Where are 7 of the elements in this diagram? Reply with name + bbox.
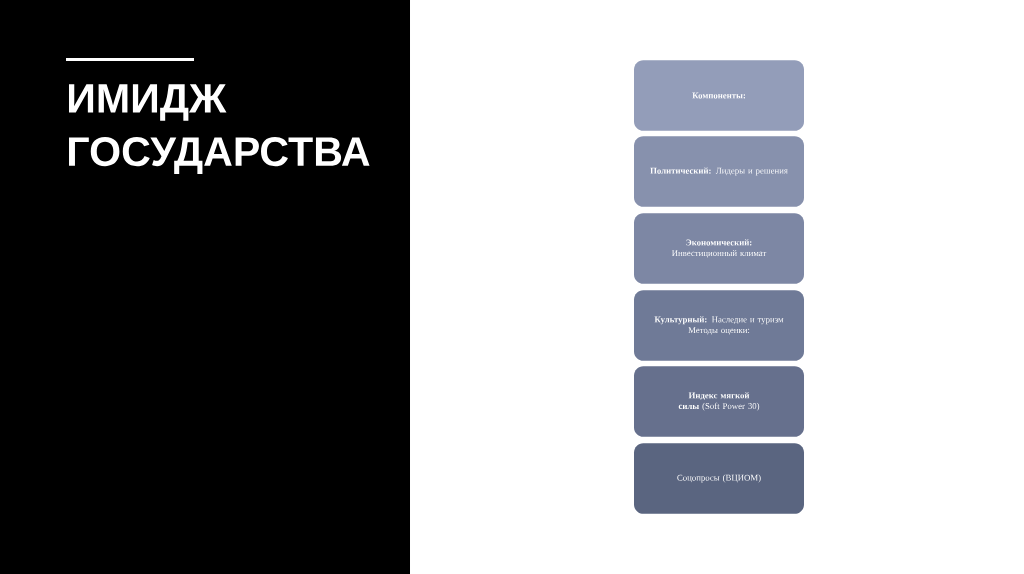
process-box: Компоненты: <box>634 60 804 131</box>
process-box: Экономический: Инвестиционный климат <box>634 213 804 284</box>
process-box: Культурный: Наследие и туризм Методы оценки: <box>634 290 804 361</box>
process-box: Индекс мягкой силы (Soft Power 30) <box>634 366 804 437</box>
process-box: Соцопросы (ВЦИОМ) <box>634 443 804 514</box>
title: ИМИДЖ ГОСУДАРСТВА <box>69 84 370 174</box>
process-box: Политический: Лидеры и решения <box>634 136 804 207</box>
